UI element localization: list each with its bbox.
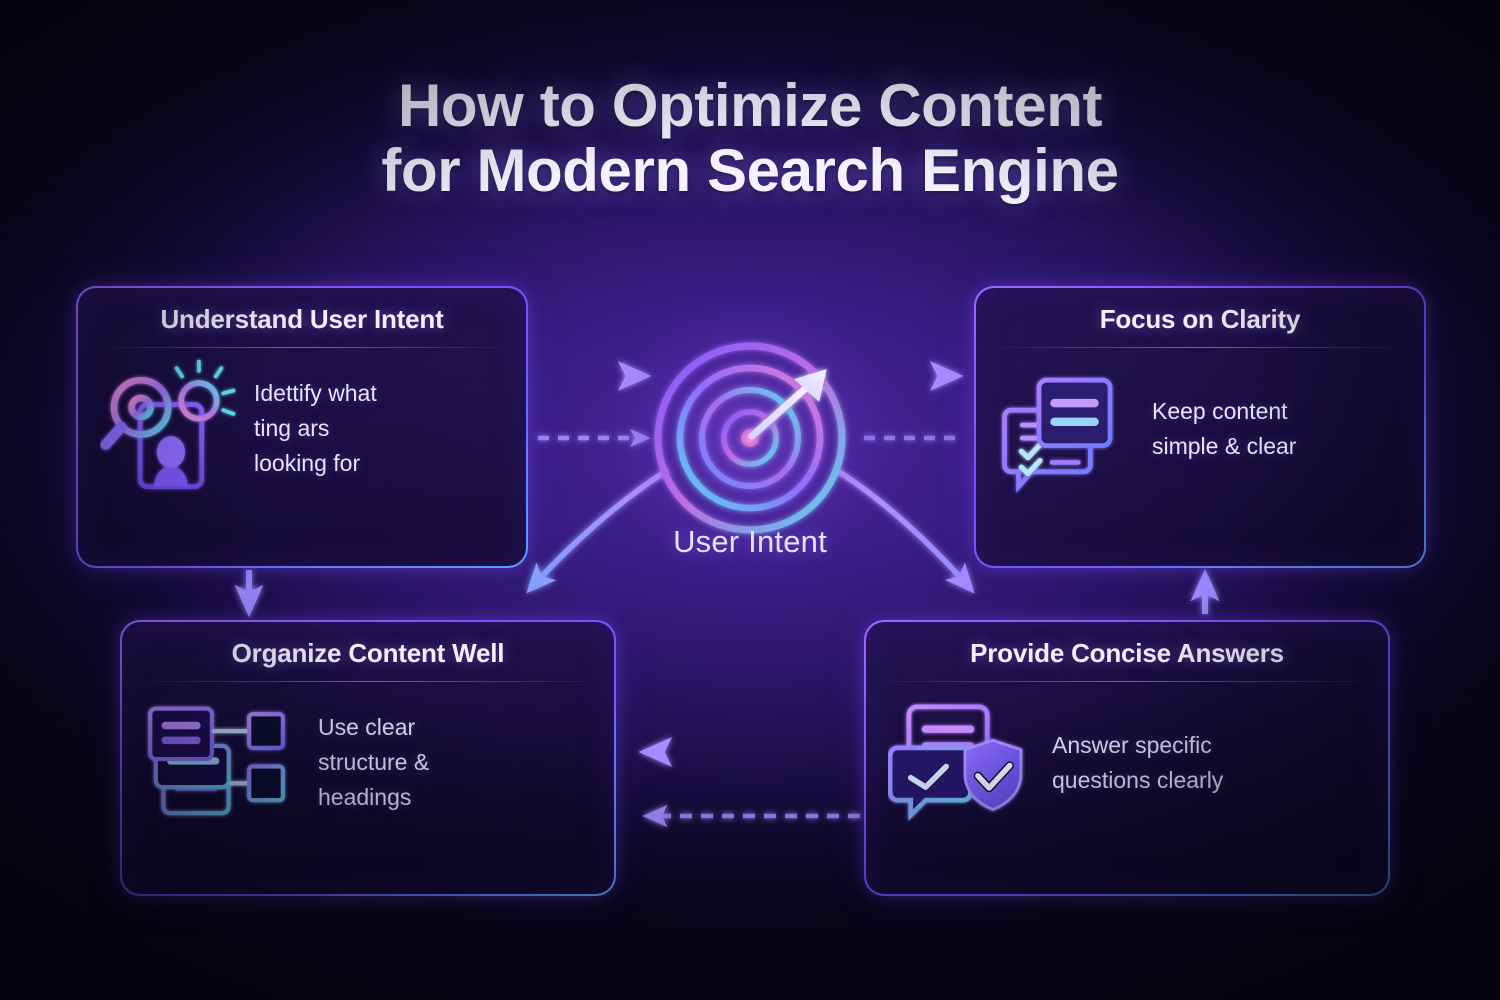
card-description: Use clear structure & headings	[318, 710, 429, 815]
card-title: Understand User Intent	[160, 304, 444, 334]
card-divider	[890, 681, 1364, 682]
desc-line: Answer specific	[1052, 731, 1212, 758]
card-title: Provide Concise Answers	[970, 638, 1284, 668]
card-divider	[1000, 347, 1400, 348]
card-focus-on-clarity[interactable]: Focus on Clarity	[976, 288, 1424, 566]
hub-label: User Intent	[673, 524, 827, 559]
card-description: Idettify what ting ars looking for	[254, 376, 377, 481]
desc-line: Idettify what	[254, 380, 377, 407]
card-organize-content-well[interactable]: Organize Content Well	[122, 622, 614, 894]
chat-bubble-shield-check-icon	[887, 690, 1038, 835]
title-line-2: for Modern Search Engine	[381, 136, 1119, 204]
magnifier-lightbulb-person-icon	[100, 356, 240, 501]
structure-hierarchy-icon	[144, 690, 304, 835]
page-title: How to Optimize Content for Modern Searc…	[0, 72, 1500, 204]
desc-line: Use clear	[318, 714, 416, 741]
desc-line: structure &	[318, 749, 430, 776]
card-title: Organize Content Well	[231, 638, 505, 668]
desc-line: questions clearly	[1052, 766, 1224, 793]
card-provide-concise-answers[interactable]: Provide Concise Answers	[866, 622, 1388, 894]
card-title: Focus on Clarity	[1099, 304, 1301, 334]
desc-line: simple & clear	[1152, 432, 1297, 459]
hub-target-icon	[648, 336, 852, 540]
desc-line: headings	[318, 783, 412, 810]
document-checklist-bubble-icon	[998, 356, 1138, 501]
desc-line: looking for	[254, 449, 361, 476]
card-divider	[102, 347, 502, 348]
title-line-1: How to Optimize Content	[397, 72, 1103, 139]
desc-line: ting ars	[254, 415, 330, 442]
card-divider	[146, 681, 590, 682]
card-understand-user-intent[interactable]: Understand User Intent	[78, 288, 526, 566]
card-description: Answer specific questions clearly	[1052, 728, 1223, 798]
desc-line: Keep content	[1152, 397, 1288, 424]
card-description: Keep content simple & clear	[1152, 394, 1296, 464]
